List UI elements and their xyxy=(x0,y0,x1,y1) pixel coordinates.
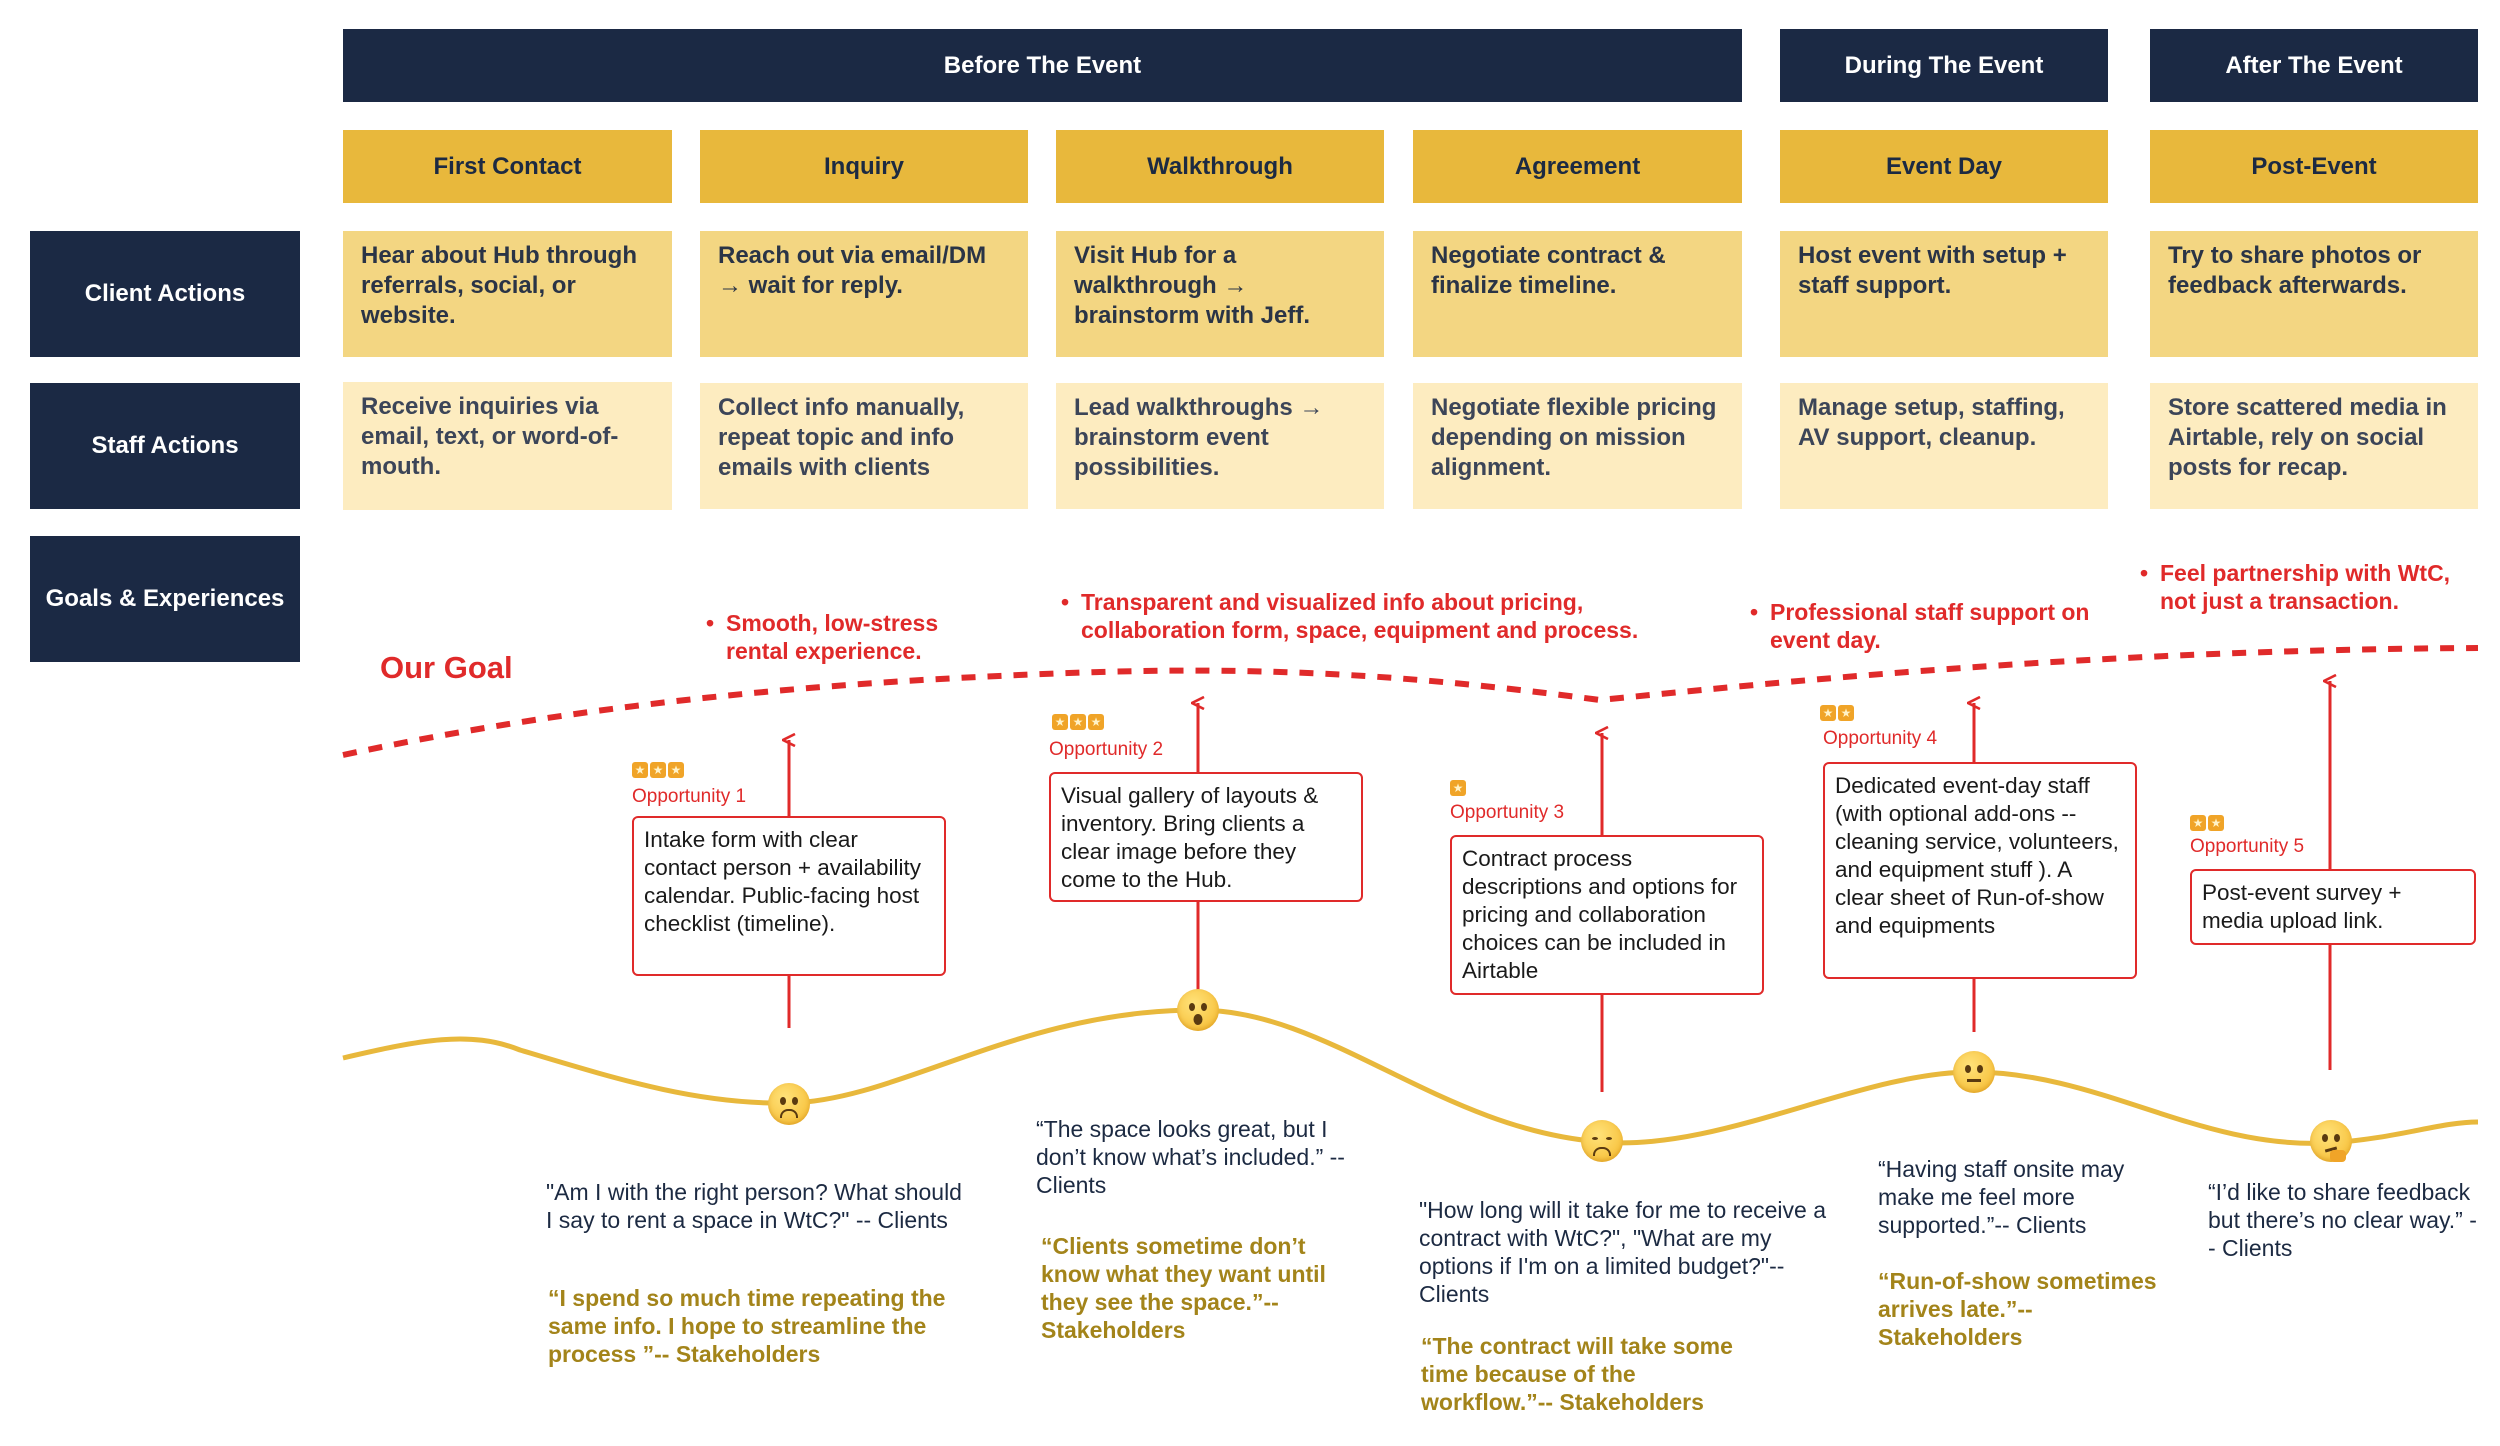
disappointed-face-icon xyxy=(1581,1120,1623,1162)
stage-walkthrough: Walkthrough xyxy=(1056,130,1384,203)
staff-action-agreement: Negotiate flexible pricing depending on … xyxy=(1413,383,1742,509)
star-icon: ★ xyxy=(1450,780,1466,796)
astonished-face-icon xyxy=(1177,989,1219,1031)
client-action-walkthrough: Visit Hub for a walkthrough → brainstorm… xyxy=(1056,231,1384,357)
goal-transparent-info: • Transparent and visualized info about … xyxy=(1061,588,1681,644)
opportunity-1-stars: ★ ★ ★ xyxy=(632,762,684,778)
client-action-first-contact: Hear about Hub through referrals, social… xyxy=(343,231,672,357)
opportunity-5-box: Post-event survey + media upload link. xyxy=(2190,869,2476,945)
staff-action-event-day: Manage setup, staffing, AV support, clea… xyxy=(1780,383,2108,509)
star-icon: ★ xyxy=(650,762,666,778)
opportunity-3-box: Contract process descriptions and option… xyxy=(1450,835,1764,995)
stage-inquiry: Inquiry xyxy=(700,130,1028,203)
opportunity-1-box: Intake form with clear contact person + … xyxy=(632,816,946,976)
client-quote-event-day: “Having staff onsite may make me feel mo… xyxy=(1878,1156,2125,1238)
client-action-agreement: Negotiate contract & finalize timeline. xyxy=(1413,231,1742,357)
star-icon: ★ xyxy=(1820,705,1836,721)
goal-text: Feel partnership with WtC, not just a tr… xyxy=(2160,560,2451,614)
thinking-face-icon xyxy=(2310,1120,2352,1162)
goal-professional-staff: • Professional staff support on event da… xyxy=(1750,598,2130,654)
staff-action-post-event: Store scattered media in Airtable, rely … xyxy=(2150,383,2478,509)
phase-after-event: After The Event xyxy=(2150,29,2478,102)
opportunity-2-stars: ★ ★ ★ xyxy=(1052,714,1104,730)
stage-first-contact: First Contact xyxy=(343,130,672,203)
client-quote-walkthrough: “The space looks great, but I don’t know… xyxy=(1036,1116,1345,1198)
opportunity-5-label: Opportunity 5 xyxy=(2190,836,2305,857)
neutral-face-icon xyxy=(1953,1051,1995,1093)
opportunity-4-label: Opportunity 4 xyxy=(1823,728,1938,749)
opportunity-5-stars: ★ ★ xyxy=(2190,815,2224,831)
opportunity-3-stars: ★ xyxy=(1450,780,1466,796)
row-label-goals-experiences: Goals & Experiences xyxy=(30,536,300,662)
opportunity-4-stars: ★ ★ xyxy=(1820,705,1854,721)
star-icon: ★ xyxy=(632,762,648,778)
opportunity-3-label: Opportunity 3 xyxy=(1450,802,1565,823)
stakeholder-quote-walkthrough: “Clients sometime don’t know what they w… xyxy=(1041,1233,1326,1343)
goal-bullet-icon: • xyxy=(2140,560,2149,586)
goal-bullet-icon: • xyxy=(1750,599,1759,625)
hand-icon xyxy=(2330,1150,2346,1162)
client-quote-post-event: “I’d like to share feedback but there’s … xyxy=(2208,1179,2477,1261)
stage-agreement: Agreement xyxy=(1413,130,1742,203)
stage-event-day: Event Day xyxy=(1780,130,2108,203)
client-action-post-event: Try to share photos or feedback afterwar… xyxy=(2150,231,2478,357)
goal-partnership: • Feel partnership with WtC, not just a … xyxy=(2140,559,2490,615)
star-icon: ★ xyxy=(1088,714,1104,730)
stakeholder-quote-event-day: “Run-of-show sometimes arrives late.”-- … xyxy=(1878,1268,2157,1350)
goal-bullet-icon: • xyxy=(1061,589,1070,615)
client-quote-first-contact: "Am I with the right person? What should… xyxy=(546,1179,962,1233)
opportunity-2-label: Opportunity 2 xyxy=(1049,739,1164,760)
phase-before-event: Before The Event xyxy=(343,29,1742,102)
goal-text: Smooth, low-stress rental experience. xyxy=(726,610,939,664)
stage-post-event: Post-Event xyxy=(2150,130,2478,203)
goal-bullet-icon: • xyxy=(706,610,715,636)
emotion-curve xyxy=(342,1007,2479,1146)
goal-text: Transparent and visualized info about pr… xyxy=(1081,589,1639,643)
star-icon: ★ xyxy=(1052,714,1068,730)
star-icon: ★ xyxy=(668,762,684,778)
goal-smooth-rental: • Smooth, low-stress rental experience. xyxy=(706,609,1006,665)
staff-action-inquiry: Collect info manually, repeat topic and … xyxy=(700,383,1028,509)
staff-action-walkthrough: Lead walkthroughs → brainstorm event pos… xyxy=(1056,383,1384,509)
row-label-client-actions: Client Actions xyxy=(30,231,300,357)
client-quote-agreement: "How long will it take for me to receive… xyxy=(1419,1197,1826,1307)
star-icon: ★ xyxy=(1838,705,1854,721)
opportunity-1-label: Opportunity 1 xyxy=(632,786,747,807)
star-icon: ★ xyxy=(2208,815,2224,831)
worried-face-icon xyxy=(768,1083,810,1125)
stakeholder-quote-agreement: “The contract will take some time becaus… xyxy=(1421,1333,1733,1415)
star-icon: ★ xyxy=(1070,714,1086,730)
opportunity-4-box: Dedicated event-day staff (with optional… xyxy=(1823,762,2137,979)
client-action-event-day: Host event with setup + staff support. xyxy=(1780,231,2108,357)
staff-action-first-contact: Receive inquiries via email, text, or wo… xyxy=(343,382,672,510)
phase-during-event: During The Event xyxy=(1780,29,2108,102)
goal-text: Professional staff support on event day. xyxy=(1770,599,2090,653)
our-goal-label: Our Goal xyxy=(380,650,513,685)
star-icon: ★ xyxy=(2190,815,2206,831)
client-action-inquiry: Reach out via email/DM → wait for reply. xyxy=(700,231,1028,357)
row-label-staff-actions: Staff Actions xyxy=(30,383,300,509)
goal-dashed-line xyxy=(342,645,2479,758)
stakeholder-quote-first-contact: “I spend so much time repeating the same… xyxy=(548,1285,946,1367)
opportunity-2-box: Visual gallery of layouts & inventory. B… xyxy=(1049,772,1363,902)
